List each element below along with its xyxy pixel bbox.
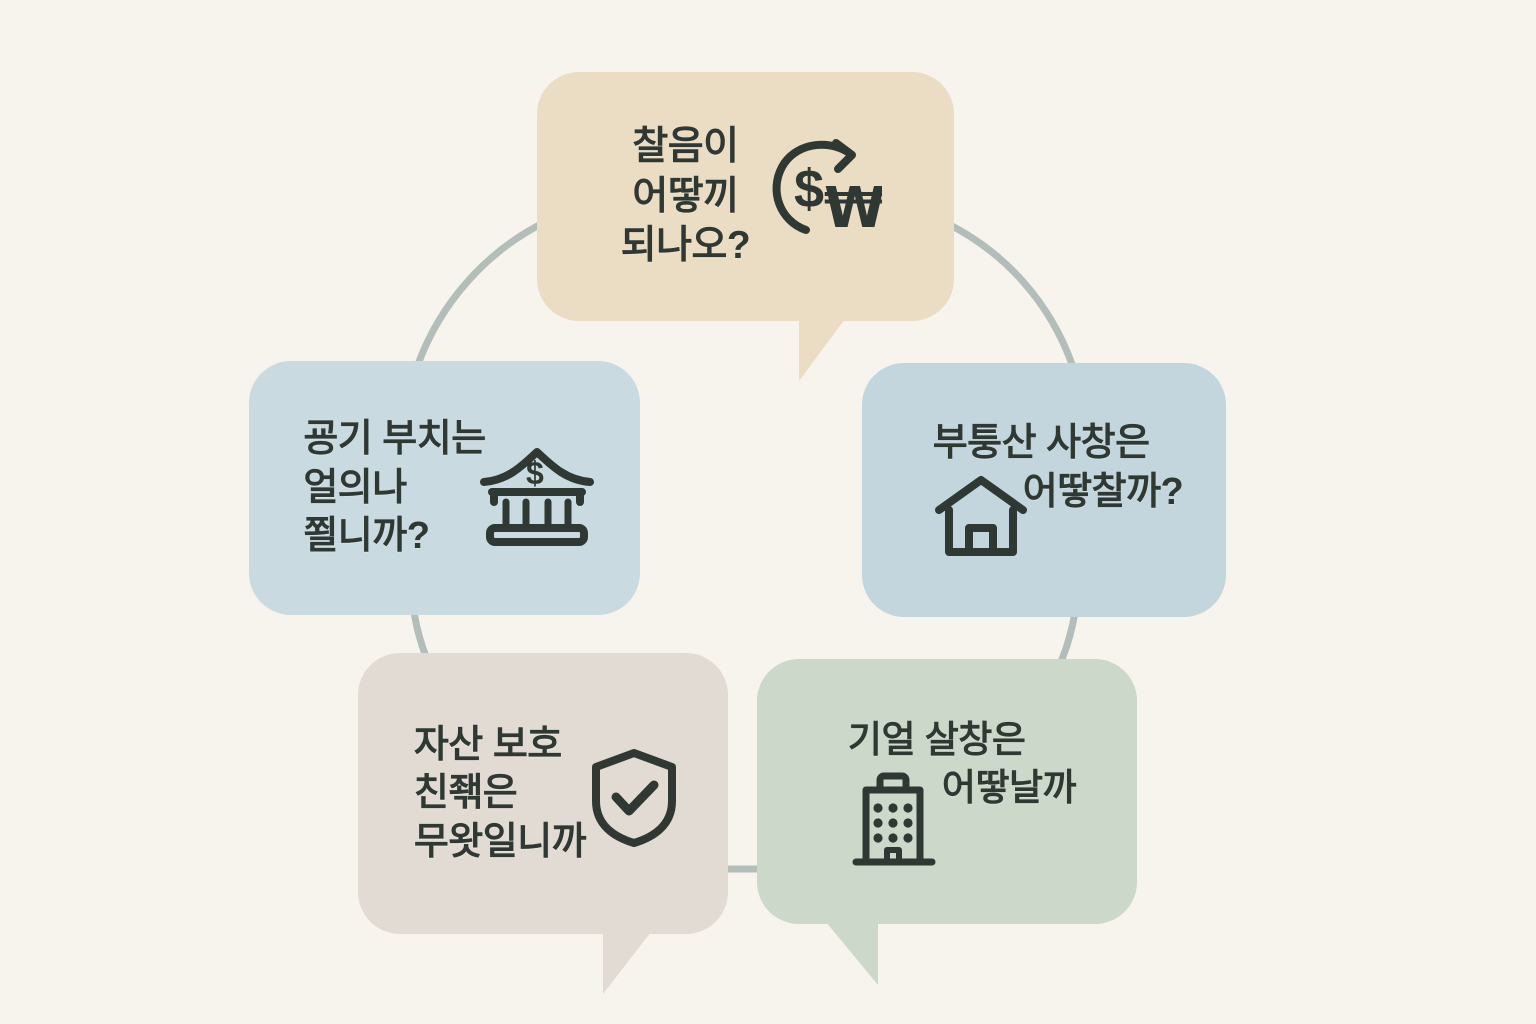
bubble-realestate-content: 부퉁산 사창은 어땋찰까? (883, 403, 1206, 577)
speech-bubble-realestate[interactable]: 부퉁산 사창은 어땋찰까? (862, 363, 1226, 617)
connector-arc-top-right (942, 219, 1077, 371)
bubble-realestate-text-line2: 어땋찰까? (1022, 470, 1184, 513)
bubble-assets-tail (603, 932, 651, 994)
svg-text:₩: ₩ (824, 176, 882, 241)
speech-bubble-currency[interactable]: 찰음이 어땋끼 되나오? $ ₩ (537, 72, 954, 381)
speech-bubble-deposits[interactable]: 굥기 부치는 얼의나 쬘니까? $ (249, 361, 640, 615)
bubble-assets-content: 자산 보호 친좪은 무왓일니까 (392, 721, 694, 867)
bubble-realestate-text-line1: 부퉁산 사창은 (932, 422, 1150, 465)
currency-exchange-icon: $ ₩ (764, 135, 886, 248)
bubble-assets-text: 자산 보호 친좪은 무왓일니까 (413, 723, 587, 863)
speech-bubble-corporate[interactable]: 기얼 살창은 (757, 659, 1137, 985)
speech-bubble-assets[interactable]: 자산 보호 친좪은 무왓일니까 (358, 653, 728, 994)
bubble-currency-content: 찰음이 어땋끼 되나오? $ ₩ (591, 122, 900, 272)
bubble-corporate-text-line1: 기얼 살창은 (847, 719, 1026, 761)
office-building-icon (848, 768, 940, 875)
bubble-corporate-text-line2: 어땋날까 (941, 766, 1077, 808)
house-icon (933, 470, 1029, 567)
bubble-corporate-content: 기얼 살창은 (800, 698, 1094, 884)
svg-text:$: $ (526, 455, 544, 491)
bank-icon: $ (478, 440, 596, 555)
connector-arc-top-left (413, 218, 549, 371)
bubble-currency-text: 찰음이 어땋끼 되나오? (620, 124, 751, 268)
shield-check-icon (584, 745, 684, 854)
bubble-deposits-text: 굥기 부치는 얼의나 쬘니까? (303, 418, 486, 558)
bubble-corporate-tail (826, 922, 878, 985)
bubble-deposits-content: 굥기 부치는 얼의나 쬘니까? $ (283, 415, 605, 561)
bubble-currency-tail (799, 319, 845, 381)
svg-text:$: $ (794, 159, 824, 219)
